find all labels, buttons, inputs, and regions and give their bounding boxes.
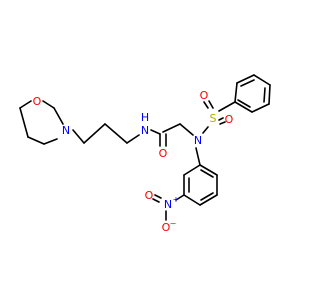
- bond: [179, 123, 194, 136]
- bond: [43, 138, 58, 145]
- molecule-structure: O N N H O N S O O N + O − O: [19, 74, 271, 234]
- bond: [234, 101, 253, 113]
- nitro-oxygen-left-label: O: [145, 189, 154, 202]
- bond: [200, 169, 214, 178]
- bond: [199, 194, 218, 206]
- morpholine-nitrogen-label: N: [62, 124, 70, 137]
- bond: [126, 134, 140, 144]
- bond: [208, 100, 214, 109]
- morpholine-oxygen-label: O: [33, 95, 42, 108]
- sulfonyl-oxygen-right-label: O: [225, 113, 234, 126]
- bond: [251, 103, 270, 113]
- morpholine-ring: [19, 100, 64, 145]
- sulfur-label: S: [210, 112, 217, 125]
- nitro-nitrogen-charge: +: [173, 195, 180, 204]
- bond: [183, 164, 201, 176]
- bond: [195, 147, 201, 166]
- nitrophenyl-group: [152, 147, 218, 221]
- bond: [19, 107, 29, 138]
- bond: [237, 99, 251, 108]
- propyl-chain: [72, 123, 140, 144]
- bond: [268, 84, 271, 105]
- nitro-nitrogen-label: N: [164, 198, 172, 211]
- bond: [162, 123, 181, 133]
- bond: [72, 129, 85, 144]
- sulfonyl-oxygen-top-label: O: [200, 89, 209, 102]
- bond: [150, 129, 161, 135]
- bond: [203, 101, 209, 109]
- bond: [42, 100, 55, 109]
- bond: [219, 121, 226, 125]
- amide-hydrogen-label: H: [141, 111, 149, 124]
- bond: [152, 198, 160, 203]
- bond: [263, 87, 266, 103]
- amide-nitrogen-label: N: [141, 124, 149, 137]
- bond: [234, 82, 238, 103]
- bond: [236, 74, 255, 84]
- bond: [199, 164, 218, 176]
- bond: [175, 194, 185, 201]
- bond: [154, 194, 162, 199]
- sulfonamide-nitrogen-label: N: [194, 134, 202, 147]
- bond: [183, 194, 201, 206]
- bond: [27, 136, 45, 145]
- bond: [104, 123, 128, 144]
- bond: [200, 192, 214, 201]
- bond: [83, 123, 106, 144]
- benzenesulfonyl-group: [202, 74, 271, 134]
- amide-group: [150, 123, 194, 147]
- nitro-oxygen-charge: −: [170, 219, 177, 228]
- bond: [19, 100, 32, 109]
- bond: [53, 107, 64, 125]
- amide-oxygen-label: O: [159, 147, 168, 160]
- bond: [253, 74, 271, 86]
- atom-labels: O N N H O N S O O N + O − O: [33, 89, 234, 234]
- bond: [218, 101, 236, 112]
- bond: [202, 126, 209, 134]
- bond: [240, 79, 255, 87]
- bond: [218, 117, 224, 121]
- nitro-oxygen-bottom-label: O: [162, 221, 171, 234]
- molecule-canvas: O N N H O N S O O N + O − O: [19, 74, 271, 234]
